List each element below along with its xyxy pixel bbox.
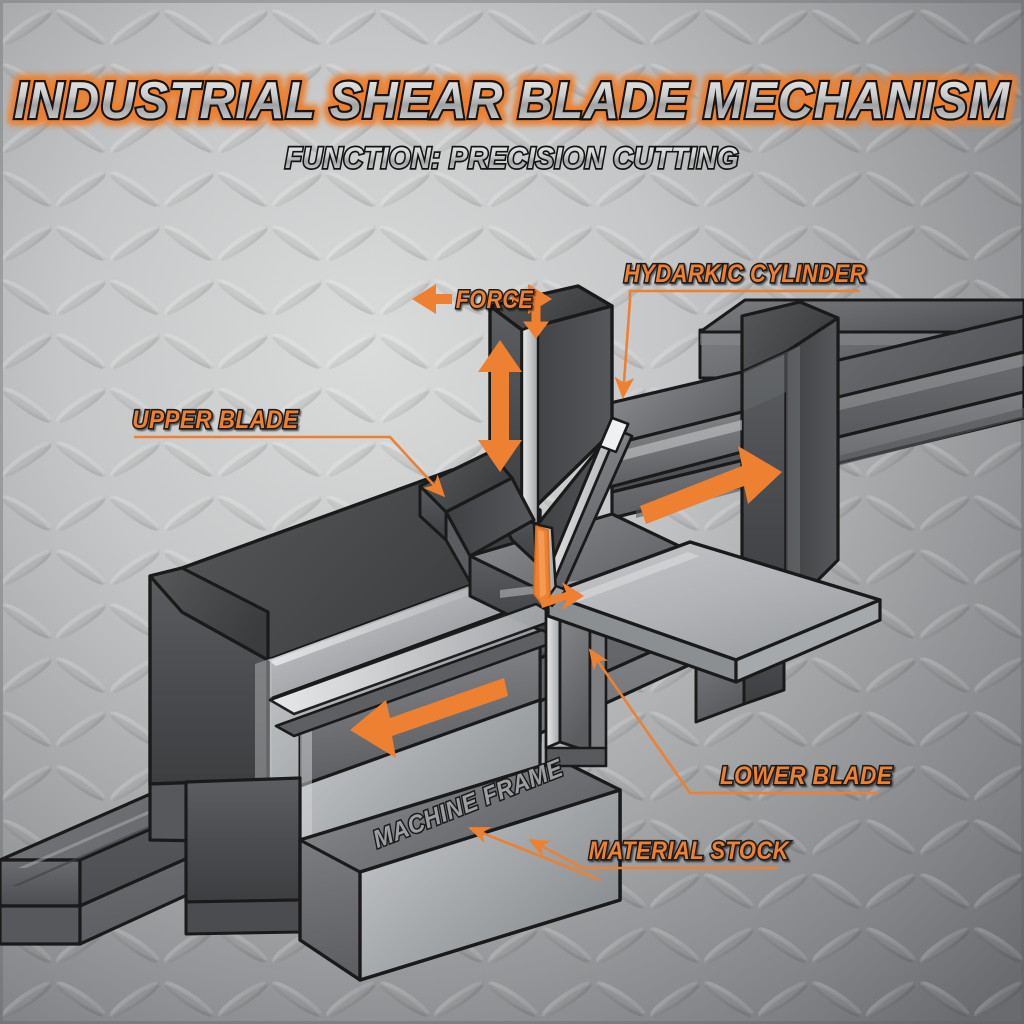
callout-leaders bbox=[134, 289, 878, 882]
ram-double-arrow bbox=[478, 340, 522, 472]
leader-lower-blade bbox=[588, 648, 878, 795]
force-annotation: FORCE bbox=[412, 284, 552, 339]
upper-cross-beam bbox=[604, 370, 744, 490]
label-upper-blade: UPPER BLADE bbox=[132, 406, 299, 434]
feed-arrow-left bbox=[350, 678, 508, 758]
force-label: FORCE bbox=[456, 285, 534, 313]
machine-assembly bbox=[0, 284, 1024, 982]
header-block: INDUSTRIAL SHEAR BLADE MECHANISM FUNCTIO… bbox=[12, 69, 1012, 177]
lower-blade bbox=[544, 592, 608, 768]
label-hydarkic-cylinder: HYDARKIC CYLINDER bbox=[624, 260, 866, 288]
page-subtitle: FUNCTION: PRECISION CUTTING bbox=[285, 142, 739, 175]
leader-machine-frame bbox=[468, 826, 601, 882]
leader-material-stock bbox=[528, 838, 778, 870]
page-title: INDUSTRIAL SHEAR BLADE MECHANISM bbox=[14, 71, 1010, 129]
cut-arrow bbox=[540, 582, 584, 610]
leader-upper-blade bbox=[134, 435, 446, 498]
force-down-arrow bbox=[523, 299, 549, 339]
force-arrow-left bbox=[412, 284, 452, 314]
leader-hydarkic bbox=[614, 289, 860, 400]
motion-arrows bbox=[350, 340, 782, 758]
material-stock bbox=[546, 540, 882, 684]
force-arrow-right bbox=[512, 284, 552, 314]
feed-arrow-right bbox=[640, 446, 782, 524]
label-material-stock: MATERIAL STOCK bbox=[589, 837, 791, 865]
label-lower-blade: LOWER BLADE bbox=[720, 762, 893, 790]
